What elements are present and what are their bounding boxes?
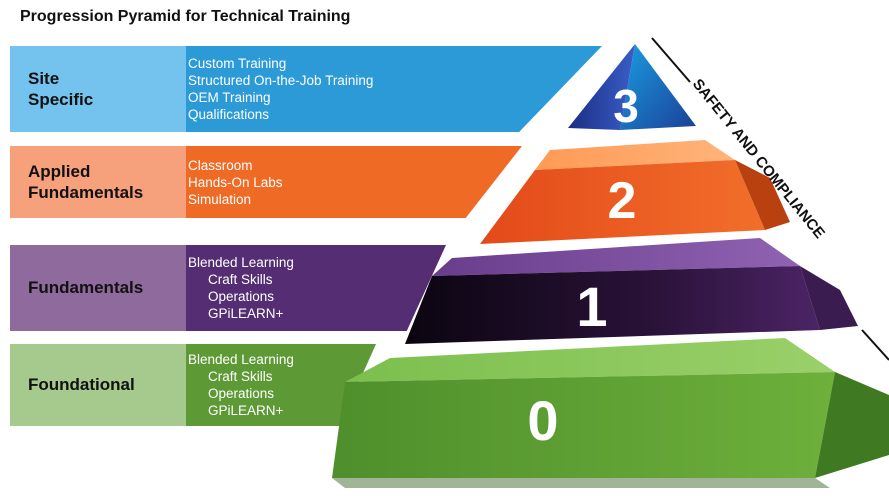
band-item: Blended Learning <box>188 352 294 367</box>
band-label-site-specific: Site Specific <box>10 46 186 132</box>
band-label-applied-fundamentals: Applied Fundamentals <box>10 146 186 218</box>
diagram-title: Progression Pyramid for Technical Traini… <box>20 8 351 25</box>
band-item: Structured On-the-Job Training <box>188 73 374 88</box>
band-item: GPiLEARN+ <box>208 306 284 321</box>
level-number-1: 1 <box>576 275 607 338</box>
level-number-0: 0 <box>527 389 558 452</box>
band-label-line: Applied <box>28 161 91 181</box>
band-label-line: Fundamentals <box>28 183 144 202</box>
band-item: Craft Skills <box>208 369 273 384</box>
side-rule-top <box>651 37 691 83</box>
band-item: Operations <box>208 386 275 401</box>
level-number-2: 2 <box>608 172 637 230</box>
band-items-foundational: Blended Learning Craft Skills Operations… <box>188 344 294 426</box>
band-foundational: Foundational Blended Learning Craft Skil… <box>10 344 376 426</box>
band-item: Hands-On Labs <box>188 174 283 190</box>
band-site-specific: Site Specific Custom Training Structured… <box>10 46 602 132</box>
pyramid-level-0 <box>332 338 889 488</box>
side-rule-bottom <box>861 329 889 361</box>
band-items-site-specific: Custom Training Structured On-the-Job Tr… <box>188 46 373 132</box>
pyramid-level-3 <box>568 44 696 130</box>
band-label-line: Foundational <box>28 375 135 395</box>
band-items-fundamentals: Blended Learning Craft Skills Operations… <box>188 245 294 331</box>
pyramid-level-2 <box>480 140 790 244</box>
band-fundamentals: Fundamentals Blended Learning Craft Skil… <box>10 245 446 331</box>
band-item: GPiLEARN+ <box>208 403 284 418</box>
band-label-line: Fundamentals <box>28 278 144 298</box>
band-item: Classroom <box>188 157 253 173</box>
band-item: Simulation <box>188 191 252 207</box>
level-number-3: 3 <box>613 80 639 132</box>
band-item: Blended Learning <box>188 255 294 270</box>
band-item: Qualifications <box>188 107 270 122</box>
pyramid-level-1 <box>405 238 858 344</box>
band-applied-fundamentals: Applied Fundamentals Classroom Hands-On … <box>10 146 522 218</box>
band-label-foundational: Foundational <box>10 344 186 426</box>
band-item: Custom Training <box>188 56 287 71</box>
band-label-line: Site <box>28 68 60 88</box>
band-items-applied-fundamentals: Classroom Hands-On Labs Simulation <box>188 146 283 218</box>
band-item: Craft Skills <box>208 272 273 287</box>
band-item: OEM Training <box>188 90 271 105</box>
band-label-line: Specific <box>28 90 94 109</box>
band-label-fundamentals: Fundamentals <box>10 245 186 331</box>
band-item: Operations <box>208 289 275 304</box>
